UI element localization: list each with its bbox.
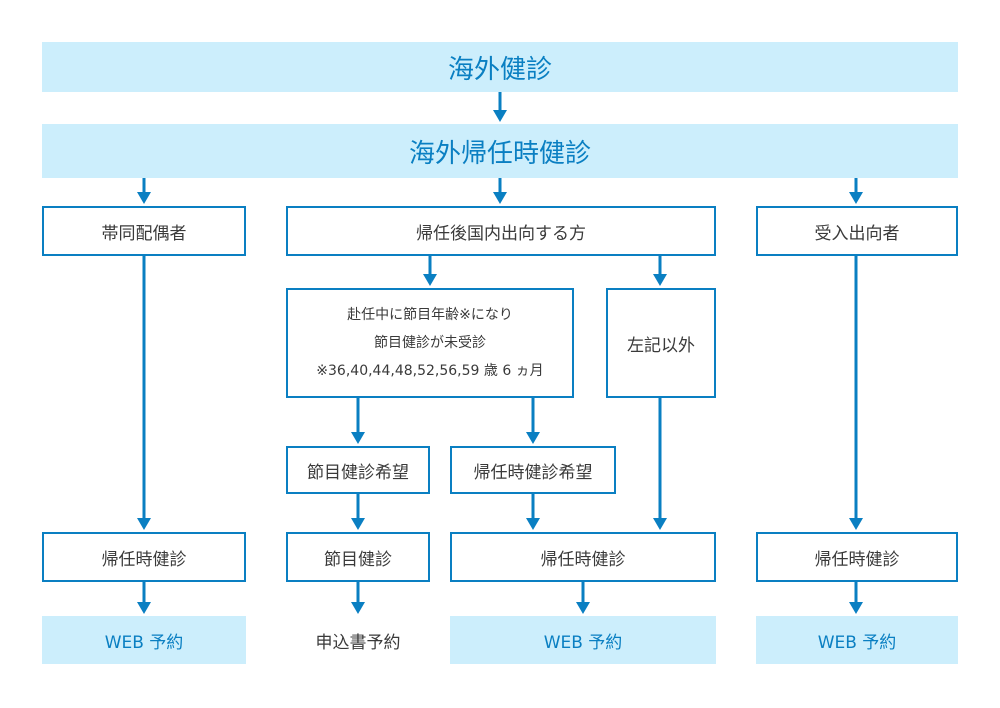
- arrow-head-icon: [526, 518, 540, 530]
- wish-milestone: 節目健診希望: [286, 446, 430, 494]
- arrow-second-to-spouse: [137, 178, 151, 204]
- condition-line-2: 節目健診が未受診: [374, 335, 486, 351]
- arrow-head-icon: [137, 602, 151, 614]
- arrow-head-icon: [653, 274, 667, 286]
- arrow-spouse-to-exam: [137, 256, 151, 530]
- top-banner-label: 海外健診: [447, 54, 552, 85]
- exam-domestic-return: 帰任時健診: [450, 532, 716, 582]
- arrow-wish-return-to-exam: [526, 494, 540, 530]
- arrow-milestone-age-to-wish-milestone: [351, 398, 365, 444]
- category-domestic-secondment-label: 帰任後国内出向する方: [416, 223, 586, 244]
- arrow-head-icon: [351, 602, 365, 614]
- arrow-head-icon: [576, 602, 590, 614]
- exam-milestone-label: 節目健診: [324, 549, 392, 570]
- condition-line-1: 赴任中に節目年齢※になり: [347, 307, 513, 323]
- category-spouse: 帯同配偶者: [42, 206, 246, 256]
- reservation-inbound: WEB 予約: [756, 616, 958, 664]
- arrow-milestone-exam-to-form: [351, 582, 365, 614]
- wish-return: 帰任時健診希望: [450, 446, 616, 494]
- wish-milestone-label: 節目健診希望: [307, 462, 409, 483]
- exam-inbound-return: 帰任時健診: [756, 532, 958, 582]
- condition-other-label: 左記以外: [627, 335, 695, 356]
- arrow-head-icon: [351, 432, 365, 444]
- second-banner: 海外帰任時健診: [42, 124, 958, 178]
- arrow-domestic-to-other: [653, 256, 667, 286]
- arrow-inbound-to-exam: [849, 256, 863, 530]
- arrow-other-to-exam: [653, 398, 667, 530]
- category-inbound-secondee: 受入出向者: [756, 206, 958, 256]
- arrow-milestone-age-to-wish-return: [526, 398, 540, 444]
- arrow-head-icon: [493, 110, 507, 122]
- arrow-domestic-to-milestone-age: [423, 256, 437, 286]
- second-banner-label: 海外帰任時健診: [408, 138, 591, 169]
- category-domestic-secondment: 帰任後国内出向する方: [286, 206, 716, 256]
- condition-milestone-age: 赴任中に節目年齢※になり 節目健診が未受診 ※36,40,44,48,52,56…: [286, 288, 574, 398]
- exam-inbound-return-label: 帰任時健診: [814, 549, 900, 570]
- reservation-milestone-label: 申込書予約: [315, 632, 401, 653]
- arrow-inbound-exam-to-web: [849, 582, 863, 614]
- arrow-spouse-exam-to-web: [137, 582, 151, 614]
- arrow-head-icon: [423, 274, 437, 286]
- arrow-second-to-domestic: [493, 178, 507, 204]
- exam-domestic-return-label: 帰任時健診: [540, 549, 626, 570]
- category-spouse-label: 帯同配偶者: [101, 223, 187, 244]
- arrow-head-icon: [137, 518, 151, 530]
- category-inbound-secondee-label: 受入出向者: [814, 223, 900, 244]
- exam-milestone: 節目健診: [286, 532, 430, 582]
- exam-spouse-return: 帰任時健診: [42, 532, 246, 582]
- arrow-head-icon: [493, 192, 507, 204]
- wish-return-label: 帰任時健診希望: [473, 462, 593, 483]
- arrow-head-icon: [849, 192, 863, 204]
- arrow-head-icon: [849, 602, 863, 614]
- arrow-head-icon: [351, 518, 365, 530]
- arrow-domestic-exam-to-web: [576, 582, 590, 614]
- reservation-domestic-label: WEB 予約: [543, 632, 623, 653]
- arrow-second-to-inbound: [849, 178, 863, 204]
- arrow-head-icon: [137, 192, 151, 204]
- arrow-head-icon: [849, 518, 863, 530]
- top-banner: 海外健診: [42, 42, 958, 92]
- arrow-top-to-second: [493, 92, 507, 122]
- reservation-spouse: WEB 予約: [42, 616, 246, 664]
- arrow-head-icon: [526, 432, 540, 444]
- reservation-milestone: 申込書予約: [286, 616, 430, 664]
- condition-other: 左記以外: [606, 288, 716, 398]
- arrow-wish-milestone-to-exam: [351, 494, 365, 530]
- arrow-head-icon: [653, 518, 667, 530]
- reservation-domestic: WEB 予約: [450, 616, 716, 664]
- reservation-spouse-label: WEB 予約: [104, 632, 184, 653]
- reservation-inbound-label: WEB 予約: [817, 632, 897, 653]
- exam-spouse-return-label: 帰任時健診: [101, 549, 187, 570]
- condition-line-3: ※36,40,44,48,52,56,59 歳 6 ヵ月: [316, 363, 544, 379]
